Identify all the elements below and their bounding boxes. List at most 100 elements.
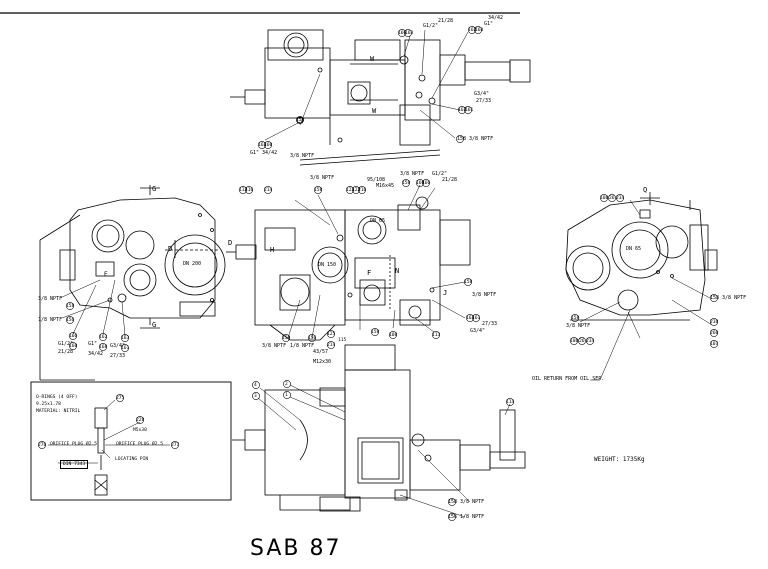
bubble-108: 108 (389, 333, 398, 338)
callout-top-3442: 34/42 (488, 15, 504, 21)
bubble-161-top: 161 (465, 108, 474, 113)
weight-label: WEIGHT: 1735Kg (594, 456, 645, 463)
callout-mid-m16: M16x45 (376, 183, 395, 189)
bubble-214: 214 (264, 188, 273, 193)
label-dn65-right: DN 65 (626, 246, 642, 252)
bubble-125: 125 (327, 332, 336, 337)
bubble-163-r: 163 (466, 316, 475, 321)
bubble-166: 166 (422, 181, 431, 186)
orifice-right: ORIFICE PLUG Ø2.5 (116, 442, 164, 447)
bubble-150: 150 (282, 336, 291, 341)
bubble-163-left: 163 (258, 143, 267, 148)
label-d-left: D (168, 245, 173, 253)
bubble-158-c: 158 (371, 330, 380, 335)
thread-m5x30: M5x30 (133, 428, 147, 433)
bubble-4: 4 (254, 383, 257, 388)
callout-mid-38-top: 3/8 NPTF (310, 175, 335, 181)
label-g-bottom: G (152, 321, 157, 329)
label-n: N (395, 267, 400, 275)
bubble-216: 216 (358, 188, 367, 193)
bubble-112: 112 (239, 188, 248, 193)
bottom-view (232, 344, 526, 512)
bubble-214b: 214 (327, 343, 336, 348)
label-dn150: DN 150 (318, 262, 337, 268)
callout-mid-g12: G1/2" (432, 171, 448, 177)
bubble-161-l: 161 (121, 346, 130, 351)
bubble-166-top: 166 (398, 31, 407, 36)
middle-view (226, 196, 471, 341)
callout-left-g1: G1" (88, 341, 98, 347)
label-w-top: W (370, 55, 375, 63)
bubble-158-top: 158 (296, 118, 305, 123)
callout-mid-38r: 3/8 NPTF (472, 292, 497, 298)
callout-left-38: 3/8 NPTF (38, 296, 63, 302)
bubble-234b-r: 234 (586, 339, 595, 344)
bubble-158-l: 158 (66, 304, 75, 309)
middle-view-leaders (287, 184, 466, 339)
callout-bot-158-38: 158 3/8 NPTF (448, 499, 485, 505)
bubble-115: 115 (338, 338, 347, 343)
bubble-123: 123 (346, 188, 355, 193)
bubble-113: 113 (432, 333, 441, 338)
din-box: DIN 7343 (60, 460, 89, 469)
bubble-238: 238 (710, 320, 719, 325)
oring-line-1: O-RINGS (4 OFF) (36, 395, 78, 400)
bubble-162-top: 162 (468, 28, 477, 33)
callout-top-g12: G1/2" (423, 23, 439, 29)
bubble-114: 114 (506, 400, 515, 405)
callout-mid-m12: M12x30 (313, 359, 332, 365)
bubble-1: 1 (285, 393, 288, 398)
bubble-168-l: 168 (99, 345, 108, 350)
bubble-156-l: 156 (66, 318, 75, 323)
label-q: Q (643, 186, 648, 194)
bubble-158-mid: 158 (314, 188, 323, 193)
label-w-bottom: W (372, 107, 377, 115)
inset-box (30, 381, 232, 501)
top-view-leaders (264, 29, 469, 141)
bubble-228: 228 (136, 418, 145, 423)
label-e: E (104, 271, 108, 278)
bubble-158-rr: 158 (571, 316, 580, 321)
label-f: F (367, 269, 372, 277)
callout-top-g1-3442: G1" 34/42 (250, 150, 278, 156)
callout-mid-95108: 95/108 (367, 177, 386, 183)
callout-left-18: 1/8 NPTF (38, 317, 63, 323)
callout-top-2733: 27/33 (476, 98, 492, 104)
left-view (39, 185, 226, 381)
callout-mid-2733: 27/33 (482, 321, 498, 327)
callout-right-38: 3/8 NPTF (566, 323, 591, 329)
bubble-3: 3 (254, 394, 257, 399)
locating-pin: LOCATING PIN (115, 457, 149, 462)
left-view-leaders (59, 279, 126, 337)
callout-top-158-38: 158 3/8 NPTF (457, 136, 494, 142)
callout-mid-38low: 3/8 NPTF (262, 343, 287, 349)
bubble-162-l: 162 (99, 335, 108, 340)
bubble-160-left: 160 (264, 143, 273, 148)
callout-left-g12: G1/2" (58, 341, 74, 347)
callout-bot-156-18: 156 1/8 NPTF (448, 514, 485, 520)
label-h: H (270, 246, 275, 254)
bubble-160: 160 (416, 181, 425, 186)
bubble-158-r: 158 (464, 280, 473, 285)
callout-top-g1: G1" (484, 21, 494, 27)
drawing-title: SAB 87 (250, 536, 342, 561)
callout-mid-38b: 3/8 NPTF (400, 171, 425, 177)
callout-mid-4357: 43/57 (313, 349, 329, 355)
callout-mid-18low: 1/8 NPTF (290, 343, 315, 349)
bubble-108b-r: 108 (570, 339, 579, 344)
bubble-2: 2 (285, 382, 288, 387)
orifice-left: ORIFICE PLUG Ø2.5 (50, 442, 98, 447)
callout-left-3442: 34/42 (88, 351, 104, 357)
label-g-top: G (152, 185, 157, 193)
callout-left-2733: 27/33 (110, 353, 126, 359)
callout-mid-g34: G3/4" (470, 328, 486, 334)
bubble-158-mid2: 158 (402, 181, 411, 186)
top-view (230, 29, 531, 166)
label-j: J (443, 289, 448, 297)
bubble-26-r: 26 (609, 196, 615, 201)
bubble-168-top: 168 (475, 28, 484, 33)
bubble-160-l: 160 (69, 344, 78, 349)
bubble-156: 156 (308, 336, 317, 341)
label-d-mid: D (228, 239, 233, 247)
